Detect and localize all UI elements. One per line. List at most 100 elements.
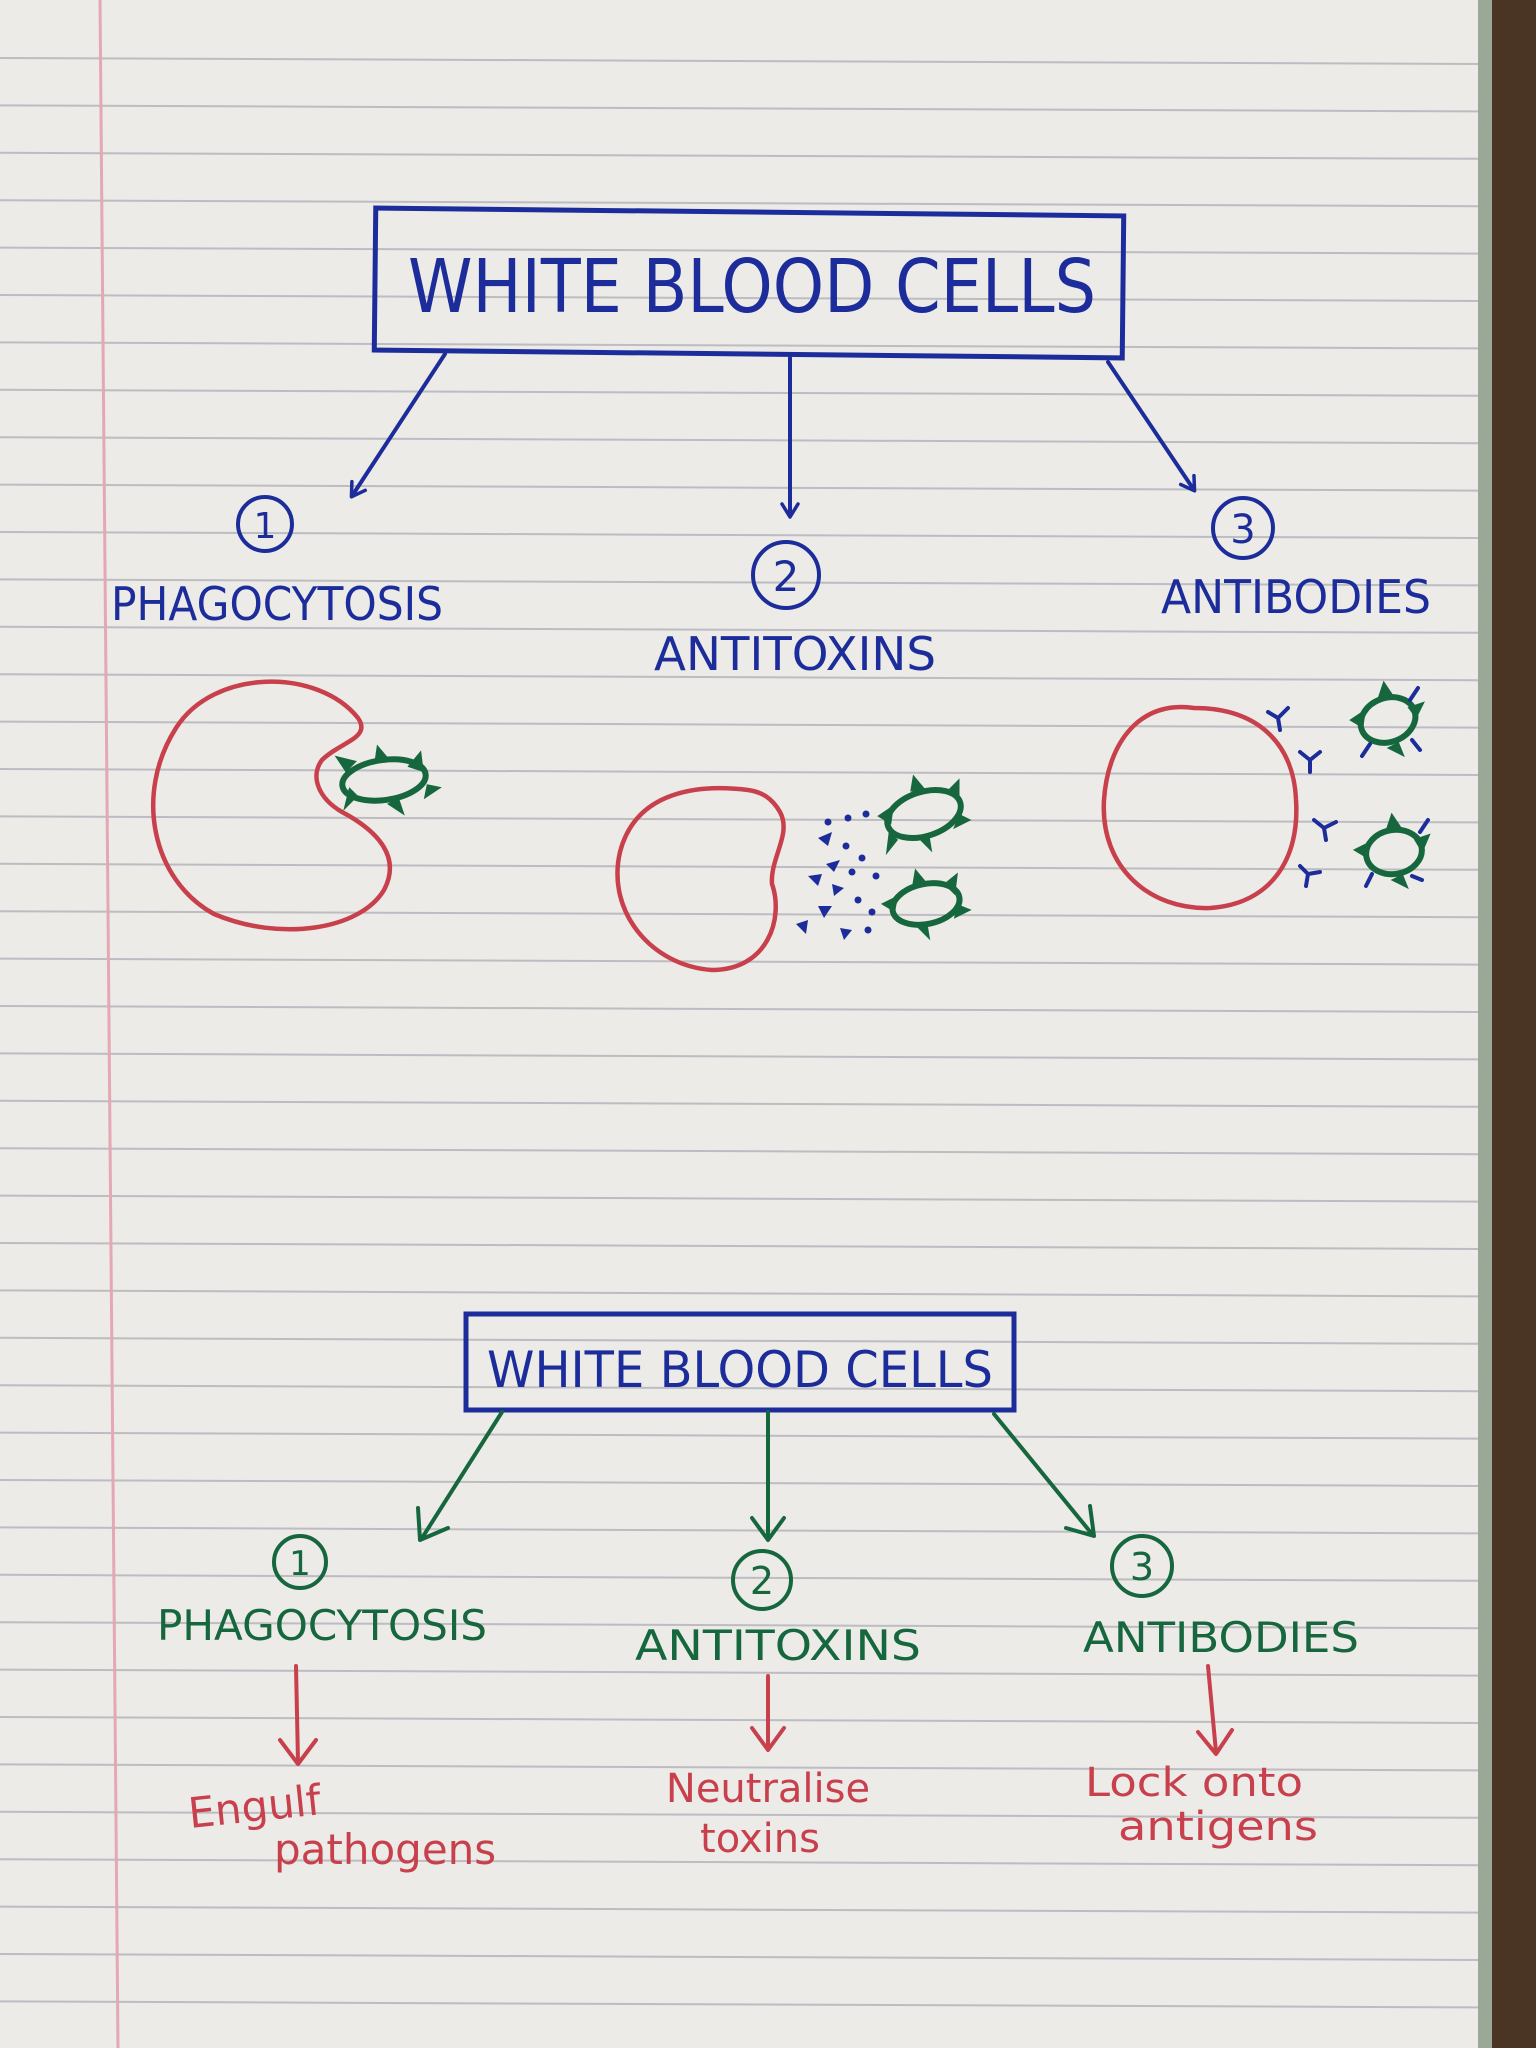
rule-line [0,1289,1479,1298]
notebook-page [0,0,1492,2048]
branch-number: 2 [750,1559,774,1603]
pathogen-icon [880,868,972,941]
branch-number: 2 [773,552,800,601]
top-branch-antitoxins: 2 ANTITOXINS [615,540,972,973]
rule-line [0,1052,1479,1061]
rule-line [0,246,1479,255]
branch-label: PHAGOCYTOSIS [111,577,443,631]
rule-line [0,1479,1479,1487]
arrow-icon [992,1412,1096,1538]
antitoxin-icon [796,810,880,940]
rule-line [0,483,1479,492]
branch-label: ANTITOXINS [635,1621,921,1670]
rule-line [0,1005,1479,1013]
rule-line [0,578,1479,587]
branch-number: 1 [254,506,277,547]
branch-description: antigens [1118,1804,1318,1850]
pathogen-icon [334,744,442,816]
arrow-icon [278,1664,318,1766]
bottom-title-box [463,1311,1017,1413]
branch-description: pathogens [274,1825,496,1874]
rule-line [0,1668,1479,1677]
top-title-box [371,205,1127,361]
branch-description: Lock onto [1085,1760,1303,1806]
top-title: WHITE BLOOD CELLS [408,244,1096,330]
branch-number: 1 [289,1544,311,1584]
rule-line [0,388,1479,397]
number-circle-icon [1110,1534,1174,1598]
bottom-title: WHITE BLOOD CELLS [487,1341,993,1399]
rule-line [0,1147,1479,1156]
white-blood-cell-icon [615,785,786,973]
pathogen-icon [877,774,972,856]
arrow-icon [416,1410,504,1542]
bottom-diagram: WHITE BLOOD CELLS 1 PHAGOCYTOSIS Engulf … [157,1311,1359,1874]
rule-line [0,294,1479,302]
rule-line [0,957,1479,966]
bottom-branch-phagocytosis: 1 PHAGOCYTOSIS Engulf pathogens [157,1534,496,1874]
rule-line [0,1384,1479,1393]
rule-line [0,1763,1479,1772]
arrow-icon [349,352,447,499]
rule-line [0,57,1479,65]
top-branch-antibodies: 3 ANTIBODIES [1101,496,1431,911]
branch-description: Neutralise [666,1766,870,1812]
ruled-lines [0,57,1479,2009]
arrow-icon [1196,1664,1234,1756]
rule-line [0,815,1479,824]
rule-line [0,768,1479,776]
rule-line [0,436,1479,445]
rule-line [0,104,1479,113]
rule-line [0,151,1479,160]
branch-label: ANTIBODIES [1083,1613,1359,1662]
number-circle-icon [236,495,294,553]
white-blood-cell-icon [150,679,392,932]
number-circle-icon [731,1549,793,1611]
antibody-icon [1266,706,1338,888]
rule-line [0,1905,1479,1914]
white-blood-cell-icon [1101,704,1299,911]
branch-description: toxins [700,1816,820,1862]
branch-label: ANTITOXINS [654,627,936,681]
branch-label: ANTIBODIES [1161,570,1431,624]
rule-line [0,625,1479,634]
rule-line [0,1953,1479,1961]
rule-line [0,1621,1479,1630]
number-circle-icon [1211,496,1275,560]
rule-line [0,720,1479,729]
rule-line [0,2000,1479,2009]
rule-line [0,199,1479,208]
rule-line [0,1810,1479,1819]
rule-line [0,1099,1479,1108]
rule-line [0,1336,1479,1345]
arrow-icon [750,1410,786,1542]
number-circle-icon [751,540,821,610]
margin-line [98,0,120,2048]
rule-line [0,341,1479,350]
bottom-branch-antibodies: 3 ANTIBODIES Lock onto antigens [1083,1534,1359,1850]
page-edge [1478,0,1492,2048]
rule-line [0,1526,1479,1535]
bottom-branch-antitoxins: 2 ANTITOXINS Neutralise toxins [635,1549,921,1862]
branch-number: 3 [1130,1545,1154,1589]
rule-line [0,1858,1479,1867]
rule-line [0,1194,1479,1203]
branch-number: 3 [1230,507,1255,553]
rule-line [0,910,1479,919]
branch-label: PHAGOCYTOSIS [157,1601,487,1650]
rule-line [0,1431,1479,1440]
pathogen-icon [1349,680,1425,758]
rule-line [0,1716,1479,1724]
rule-line [0,862,1479,871]
number-circle-icon [272,1534,328,1590]
arrow-icon [1106,360,1197,493]
top-diagram: WHITE BLOOD CELLS 1 PHAGOCYTOSIS 2 ANTIT… [111,205,1431,973]
top-branch-phagocytosis: 1 PHAGOCYTOSIS [111,495,443,932]
rule-line [0,1573,1479,1582]
arrow-icon [750,1674,786,1752]
rule-line [0,1242,1479,1250]
pathogen-icon [1352,812,1431,890]
rule-line [0,531,1479,539]
rule-line [0,673,1479,682]
